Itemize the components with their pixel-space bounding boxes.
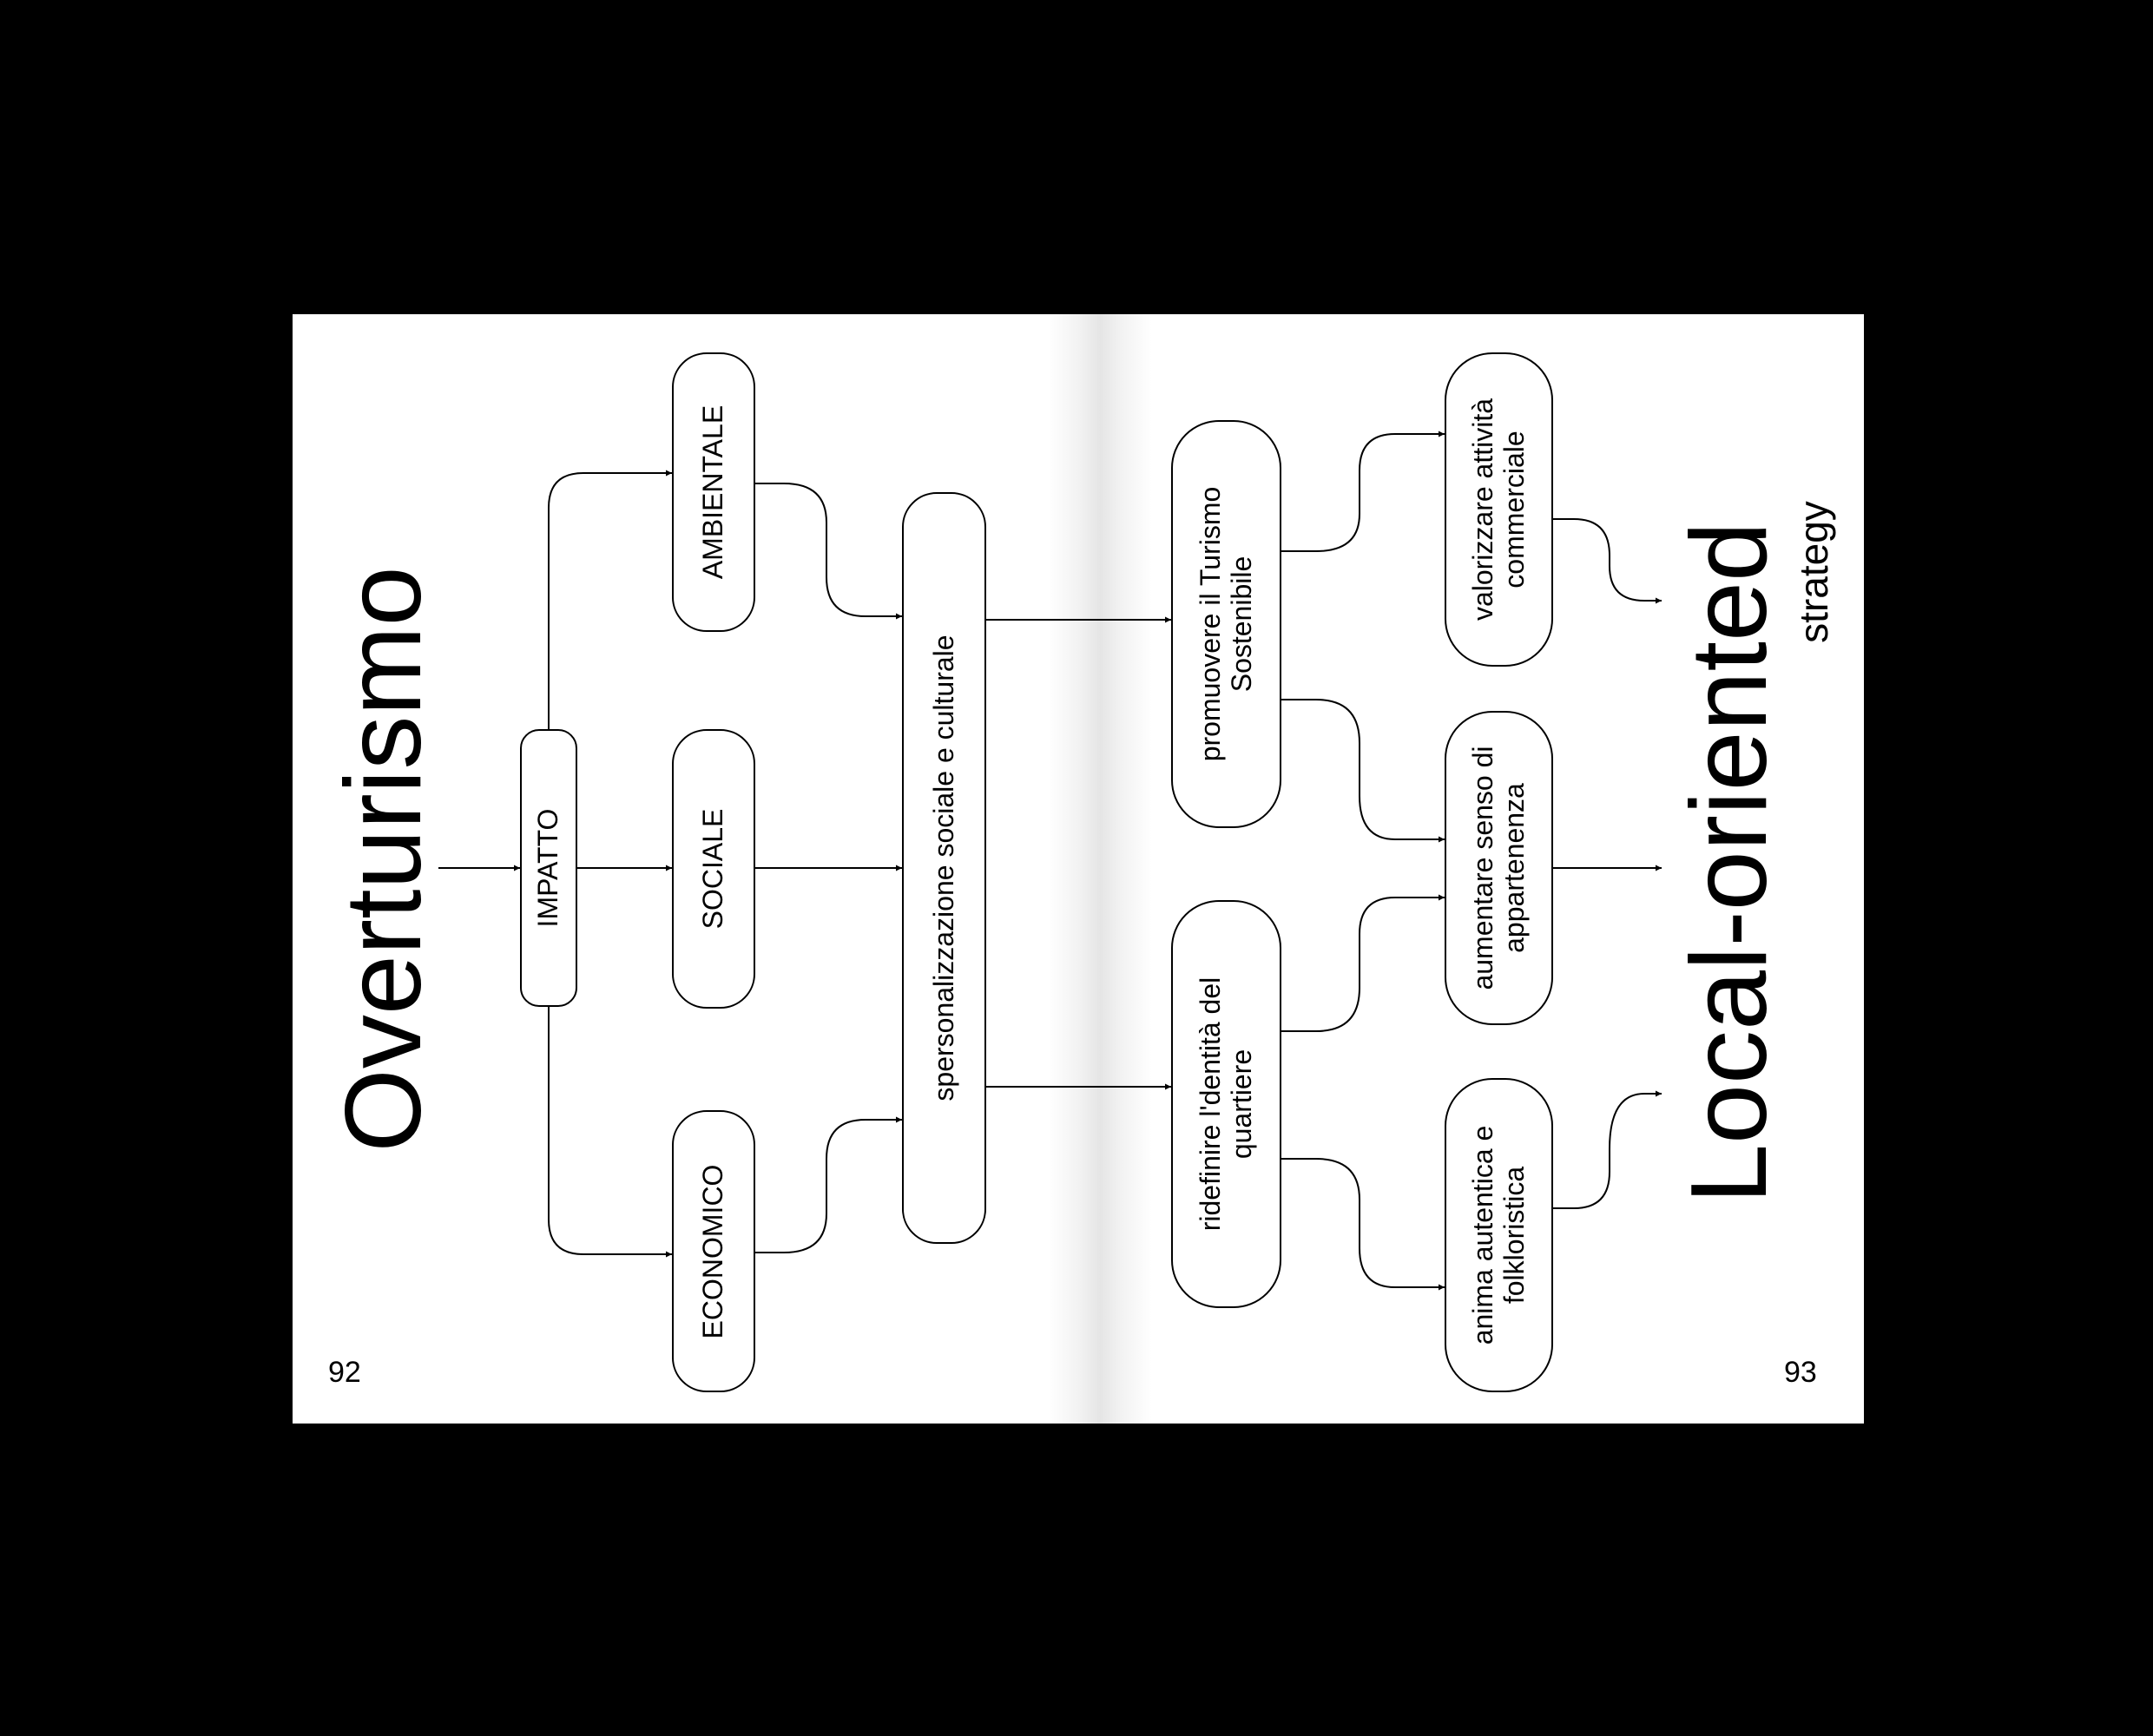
node-ambientale: AMBIENTALE — [672, 352, 755, 632]
connector-promuovere-valorizzare — [1280, 431, 1445, 552]
node-spersonalizzazione: spersonalizzazione sociale e culturale — [902, 492, 986, 1244]
left-title: Overturismo — [324, 566, 444, 1153]
node-sociale-label: SOCIALE — [697, 808, 729, 930]
node-spersonalizzazione-label: spersonalizzazione sociale e culturale — [927, 635, 959, 1101]
node-impatto: IMPATTO — [520, 729, 577, 1007]
connector-impatto-economico — [548, 1007, 672, 1258]
node-aumentare-label: aumentare senso di appartenenza — [1466, 746, 1530, 990]
right-title: Local-oriented — [1669, 522, 1789, 1204]
node-ambientale-label: AMBIENTALE — [697, 404, 729, 580]
node-economico: ECONOMICO — [672, 1110, 755, 1392]
node-sociale: SOCIALE — [672, 729, 755, 1009]
right-page-number: 93 — [1784, 1356, 1817, 1389]
connector-ridefinire-anima — [1280, 1158, 1445, 1291]
node-aumentare: aumentare senso di appartenenza — [1445, 711, 1553, 1025]
book-spread: Overturismo Local-oriented strategy IMPA… — [293, 314, 1864, 1424]
node-anima-label: anima autentica e folkloristica — [1466, 1125, 1530, 1345]
node-valorizzare: valorizzare attività commerciale — [1445, 352, 1553, 667]
connector-impatto-ambientale — [548, 470, 672, 729]
connector-ridefinire-aumentare — [1280, 894, 1445, 1032]
node-ridefinire-label: ridefinire l'dentità del quartiere — [1194, 976, 1257, 1232]
node-ridefinire: ridefinire l'dentità del quartiere — [1171, 900, 1281, 1308]
node-economico-label: ECONOMICO — [697, 1164, 729, 1338]
connector-economico-spersonalizzazione — [754, 1116, 902, 1253]
connector-anima-strategy — [1551, 1090, 1662, 1209]
node-impatto-label: IMPATTO — [532, 808, 564, 928]
node-valorizzare-label: valorizzare attività commerciale — [1466, 398, 1530, 621]
flow-connectors — [438, 431, 1662, 1291]
node-promuovere: promuovere il Turismo Sostenibile — [1171, 420, 1281, 828]
node-promuovere-label: promuovere il Turismo Sostenibile — [1194, 486, 1257, 762]
book-gutter-shadow — [1048, 314, 1152, 1424]
left-page-number: 92 — [328, 1356, 361, 1389]
right-subtitle: strategy — [1791, 501, 1836, 643]
connector-ambientale-spersonalizzazione — [754, 483, 902, 620]
connector-promuovere-aumentare — [1280, 699, 1445, 843]
connector-valorizzare-strategy — [1551, 518, 1662, 604]
node-anima: anima autentica e folkloristica — [1445, 1078, 1553, 1392]
